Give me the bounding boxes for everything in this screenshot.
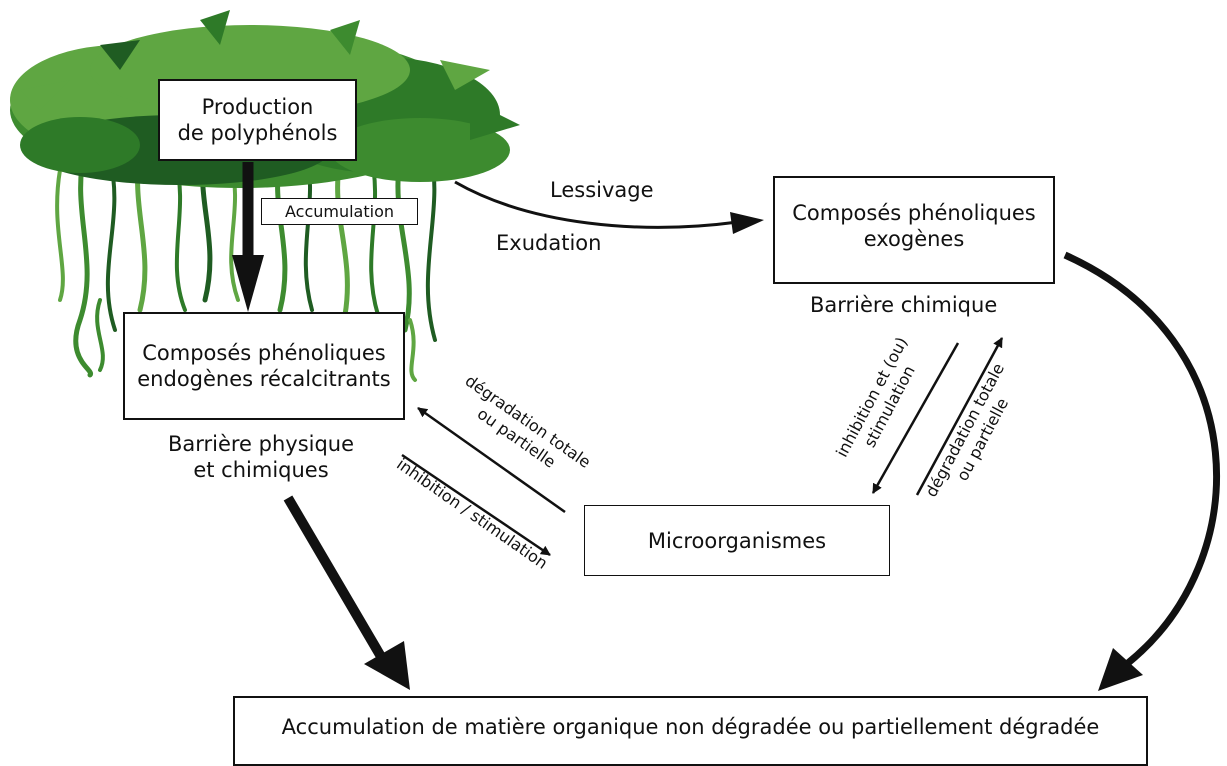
arrowhead-endogenous-to-bottom: [364, 641, 410, 690]
arrows: [232, 162, 1221, 691]
accumulation-tag-label: Accumulation: [284, 201, 395, 221]
endogenous-box: Composés phénoliques endogènes récalcitr…: [123, 312, 405, 420]
endogenous-label: Composés phénoliques endogènes récalcitr…: [137, 341, 391, 391]
exudation-label: Exudation: [496, 231, 602, 255]
microorganisms-label: Microorganismes: [647, 528, 827, 553]
microorganisms-box: Microorganismes: [584, 505, 890, 576]
bottom-box: Accumulation de matière organique non dé…: [233, 696, 1148, 766]
arrow-leaching: [454, 180, 739, 229]
physical-barrier-label: Barrière physique et chimiques: [167, 432, 355, 482]
production-box: Production de polyphénols: [158, 79, 357, 161]
accumulation-tag: Accumulation: [261, 198, 418, 225]
arrow-inhibition-right: [871, 342, 960, 494]
arrow-exogenous-to-bottom: [1063, 251, 1221, 666]
arrowhead-exogenous-to-bottom: [1098, 648, 1143, 691]
exogenous-box: Composés phénoliques exogènes: [773, 176, 1055, 284]
exogenous-label: Composés phénoliques exogènes: [792, 201, 1036, 251]
arrow-degradation-left: [417, 406, 566, 514]
chemical-barrier-label: Barrière chimique: [810, 293, 998, 317]
arrow-inhibition-left: [401, 453, 551, 557]
production-label: Production de polyphénols: [177, 95, 338, 145]
leaching-label: Lessivage: [550, 178, 654, 202]
arrowhead-leaching: [730, 212, 764, 234]
arrowhead-production-to-endogenous: [232, 255, 264, 312]
bottom-label: Accumulation de matière organique non dé…: [281, 715, 1100, 739]
arrow-degradation-right: [915, 337, 1004, 496]
arrow-endogenous-to-bottom: [283, 495, 388, 663]
